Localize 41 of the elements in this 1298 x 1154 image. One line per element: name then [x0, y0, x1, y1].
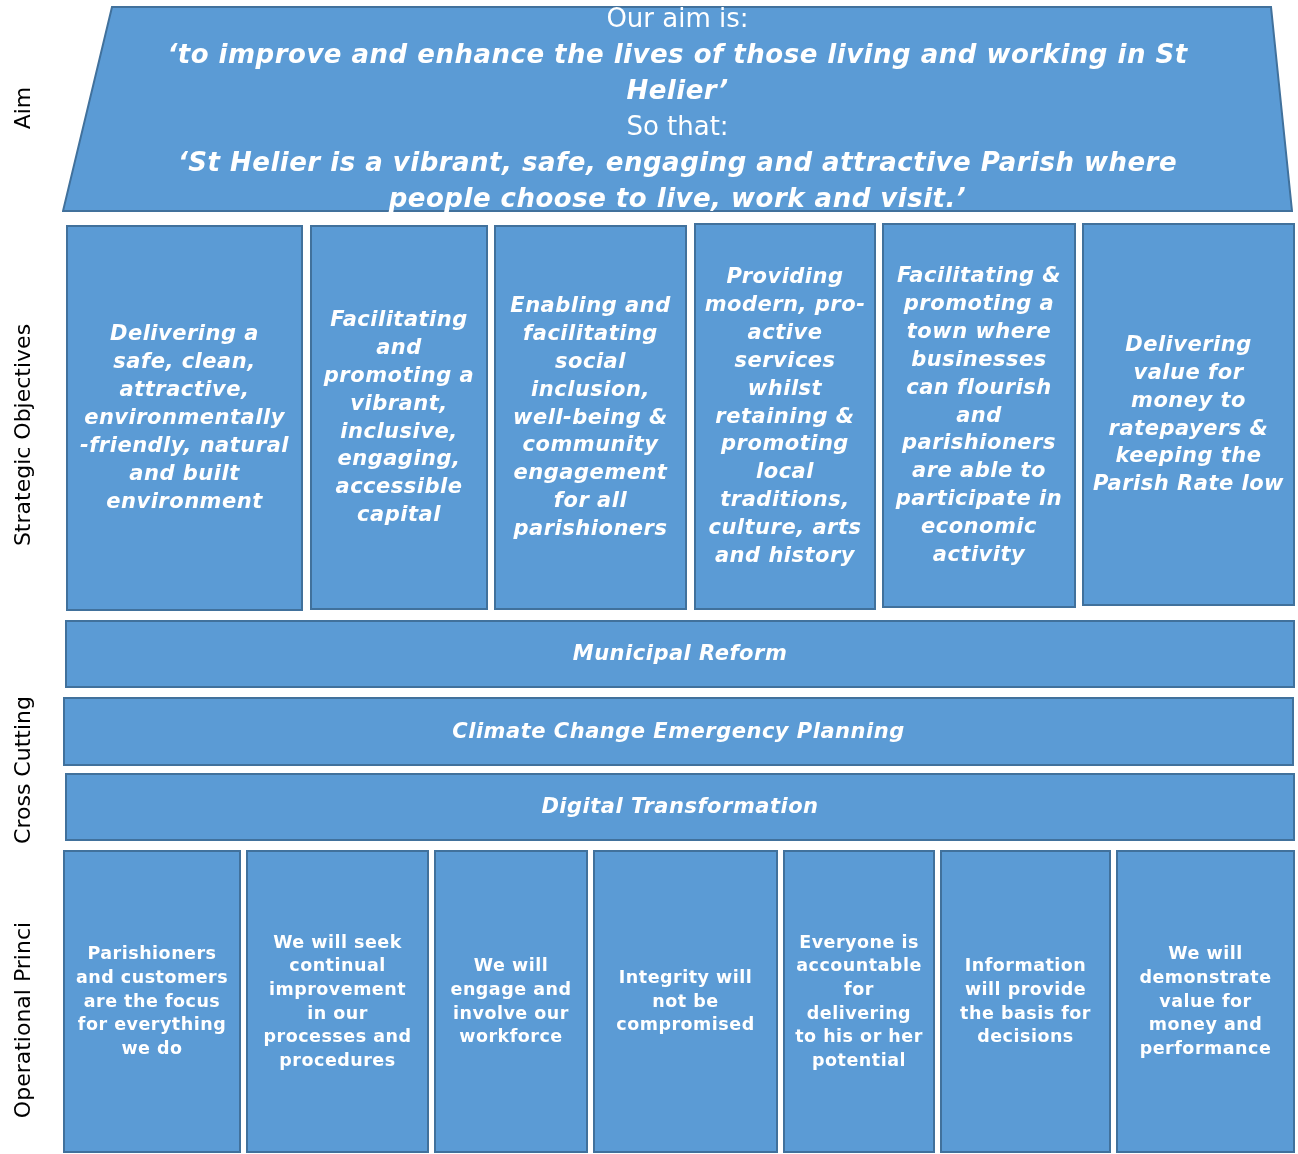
aim-heading: So that:	[626, 110, 729, 143]
aim-trapezoid	[62, 6, 1293, 212]
principle-box	[940, 850, 1111, 1153]
box-text: Integrity will not be compromised	[615, 966, 756, 1037]
box-text: Digital Transformation	[541, 793, 819, 821]
box-text: Parishioners and customers are the focus for everything we do	[74, 942, 230, 1060]
objective-box	[694, 223, 876, 610]
box-text: Everyone is accountable for delivering to his or her potential	[794, 930, 924, 1072]
row-label: Strategic Objectives	[9, 323, 35, 547]
box-text: We will seek continual improvement in our processes and procedures	[262, 930, 413, 1072]
cross-cutting-band	[63, 697, 1294, 766]
principle-box	[783, 850, 935, 1153]
box-text: We will demonstrate value for money and performance	[1138, 942, 1273, 1060]
box-text: Climate Change Emergency Planning	[452, 717, 905, 745]
cross-cutting-band	[65, 620, 1295, 688]
box-text: Facilitating and promoting a vibrant, inclusive, engaging, accessible capital	[322, 305, 476, 529]
box-text: We will engage and involve our workforce	[449, 954, 573, 1049]
principle-box	[434, 850, 588, 1153]
objective-box	[1082, 223, 1295, 606]
objective-box	[66, 225, 303, 611]
objective-box	[882, 223, 1076, 608]
aim-statement: ‘to improve and enhance the lives of those living and working in St Helier’	[166, 38, 1189, 108]
aim-heading: Our aim is:	[606, 2, 749, 36]
box-text: Enabling and facilitating social inclusion, well-being & community engagement for all parishioners	[509, 291, 672, 543]
aim-statement: ‘St Helier is a vibrant, safe, engaging and attractive Parish where people choose to live, work and visit.’	[176, 145, 1179, 215]
principle-box	[1116, 850, 1295, 1153]
principle-box	[246, 850, 429, 1153]
box-text: Information will provide the basis for decisions	[959, 954, 1092, 1049]
box-text: Providing modern, pro-active services whilst retaining & promoting local traditions, culture, arts and history	[704, 262, 866, 570]
cross-cutting-band	[65, 773, 1295, 841]
row-label: Cross Cutting	[9, 696, 35, 844]
objective-box	[494, 225, 687, 610]
box-text: Delivering a safe, clean, attractive, environmentally -friendly, natural and built environment	[79, 320, 290, 515]
principle-box	[593, 850, 778, 1153]
box-text: Delivering value for money to ratepayers & keeping the Parish Rate low	[1092, 330, 1285, 498]
row-label: Operational Princi	[9, 921, 35, 1119]
box-text: Facilitating & promoting a town where businesses can flourish and parishioners are able to participate in economic activity	[894, 261, 1064, 569]
box-text: Municipal Reform	[572, 640, 788, 668]
objective-box	[310, 225, 488, 610]
principle-box	[63, 850, 241, 1153]
row-label: Aim	[9, 86, 35, 130]
